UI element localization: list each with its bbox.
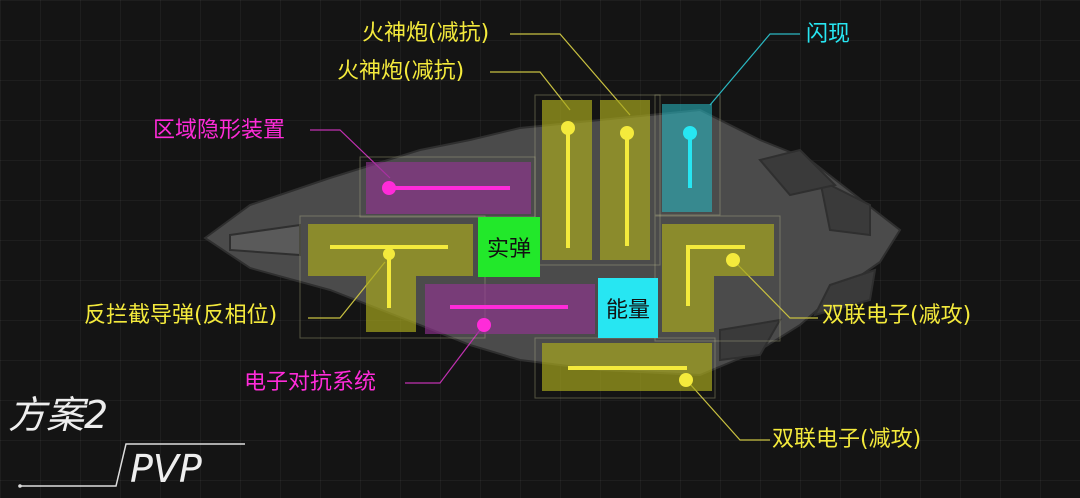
plan-decoration <box>18 443 245 488</box>
slot-blink <box>662 104 712 212</box>
label-vulcan-second: 火神炮(减抗) <box>337 59 465 84</box>
plan-title: 方案2 <box>8 393 109 437</box>
marker-vulcan-right <box>620 126 634 246</box>
marker-twin-electron-bottom <box>568 366 693 387</box>
marker-ecm <box>450 305 568 332</box>
weapon-markers <box>330 121 745 387</box>
box-energy-bg <box>598 278 658 338</box>
leader-line-blink <box>709 33 800 106</box>
marker-vulcan-left <box>561 121 575 248</box>
slot-twin-electron-right-horizontal <box>662 224 774 276</box>
label-vulcan-top: 火神炮(减抗) <box>362 21 490 46</box>
label-anti-intercept: 反拦截导弹(反相位) <box>84 303 278 328</box>
label-twin-electron-bottom: 双联电子(减攻) <box>772 427 922 452</box>
box-solid-projectile: 实弹 <box>486 237 531 262</box>
label-blink: 闪现 <box>806 22 851 47</box>
leader-line-vulcan-second <box>490 71 571 111</box>
box-solid-projectile-bg <box>478 217 540 277</box>
marker-twin-electron-right <box>686 245 745 306</box>
leader-line-vulcan-top <box>510 33 631 116</box>
box-energy: 能量 <box>605 298 650 323</box>
leader-line-twin-electron-bottom <box>689 383 770 441</box>
leader-line-ecm <box>405 329 481 384</box>
label-ecm: 电子对抗系统 <box>244 370 377 395</box>
plan-subtitle: PVP <box>130 447 202 491</box>
marker-area-stealth <box>382 181 510 195</box>
marker-blink <box>683 126 697 188</box>
leader-line-twin-electron-right <box>734 261 818 319</box>
label-twin-electron-right: 双联电子(减攻) <box>822 303 972 328</box>
marker-anti-intercept <box>330 245 448 308</box>
label-area-stealth: 区域隐形装置 <box>153 118 286 143</box>
outline-frames <box>299 94 781 399</box>
